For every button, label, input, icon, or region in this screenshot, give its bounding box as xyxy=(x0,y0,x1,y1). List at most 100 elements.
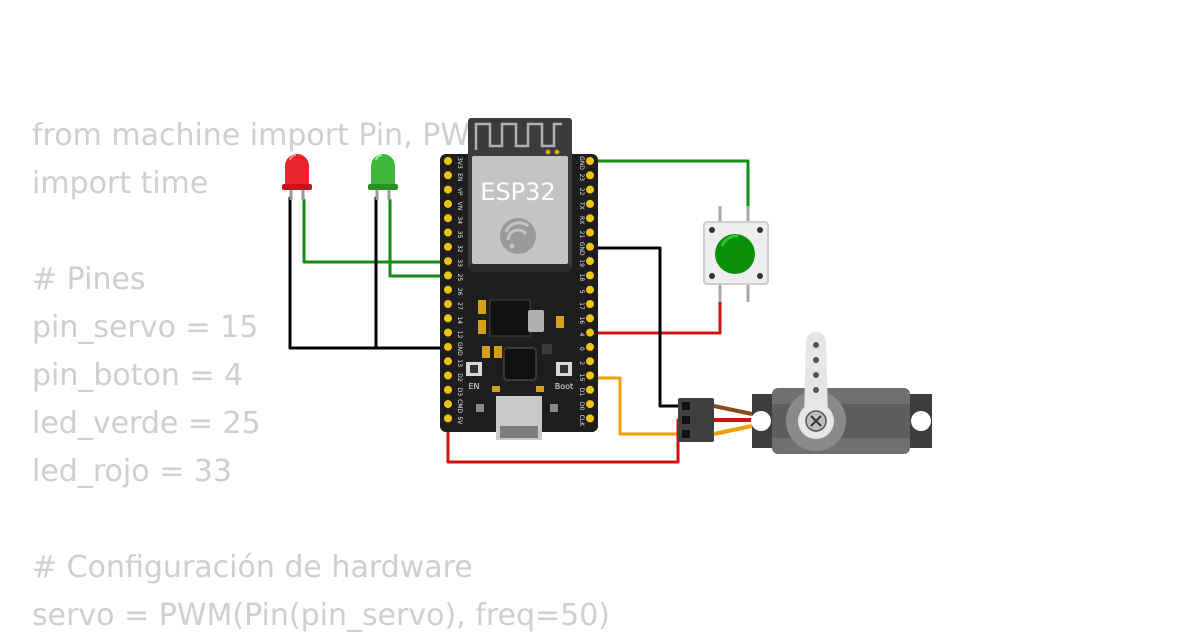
pin-label: 2 xyxy=(578,361,585,365)
pin-label: D2 xyxy=(456,373,463,382)
pin-left-33[interactable] xyxy=(444,257,452,266)
usb-uart-chip xyxy=(503,347,537,381)
servo-cable-orange xyxy=(713,424,753,436)
pin-left-3v3[interactable] xyxy=(444,157,452,165)
pin-right-d0[interactable] xyxy=(586,400,594,409)
pin-label: CLK xyxy=(578,415,585,428)
pin-label: 15 xyxy=(578,374,585,382)
code-line: pin_servo = 15 xyxy=(32,310,259,345)
pin-label: EN xyxy=(456,173,463,181)
voltage-regulator xyxy=(489,299,531,337)
servo-motor[interactable] xyxy=(678,332,932,454)
pin-label: 17 xyxy=(578,302,585,310)
pin-left-gnd[interactable] xyxy=(444,342,452,351)
pin-right-15[interactable] xyxy=(586,371,594,380)
wire-red-led-gnd[interactable] xyxy=(288,196,450,350)
pin-right-0[interactable] xyxy=(586,342,594,351)
pin-headers: 3V3ENVPVN343532332526271412GND13D2D3CMD5… xyxy=(444,156,594,427)
pin-label: 3V3 xyxy=(456,157,463,169)
green-pushbutton[interactable] xyxy=(703,206,769,302)
servo-horn[interactable] xyxy=(798,332,834,439)
pin-left-25[interactable] xyxy=(444,271,452,280)
pin-label: D3 xyxy=(456,388,463,397)
pin-left-vn[interactable] xyxy=(444,199,452,208)
pin-label: VN xyxy=(456,202,463,211)
pin-left-35[interactable] xyxy=(444,228,452,237)
pin-right-21[interactable] xyxy=(586,228,594,237)
pin-label: 19 xyxy=(578,259,585,267)
wire-servo-signal[interactable] xyxy=(588,376,686,436)
pin-right-clk[interactable] xyxy=(586,414,594,423)
pin-left-13[interactable] xyxy=(444,357,452,366)
pin-right-5[interactable] xyxy=(586,285,594,294)
pin-left-26[interactable] xyxy=(444,285,452,294)
pin-label: D0 xyxy=(578,402,585,411)
usb-port[interactable] xyxy=(496,396,542,440)
antenna-trace xyxy=(474,122,562,150)
en-button[interactable]: EN xyxy=(466,362,482,391)
pin-label: TX xyxy=(578,201,585,210)
pin-left-27[interactable] xyxy=(444,300,452,308)
pin-label: 4 xyxy=(578,333,585,337)
green-led[interactable] xyxy=(368,153,398,200)
pin-right-2[interactable] xyxy=(586,357,594,366)
pin-left-12[interactable] xyxy=(444,328,452,337)
esp32-board[interactable]: ESP32 EN Boot xyxy=(440,118,598,440)
code-line: servo = PWM(Pin(pin_servo), freq=50) xyxy=(32,598,611,633)
pin-right-17[interactable] xyxy=(586,300,594,308)
pin-right-19[interactable] xyxy=(586,257,594,266)
pin-right-rx[interactable] xyxy=(586,214,594,223)
pin-right-d1[interactable] xyxy=(586,385,594,394)
code-line: led_verde = 25 xyxy=(32,406,261,441)
pin-left-d3[interactable] xyxy=(444,385,452,394)
espressif-logo-icon xyxy=(500,218,536,254)
pin-label: 25 xyxy=(456,274,463,282)
pin-label: D1 xyxy=(578,388,585,397)
pin-label: GND xyxy=(578,242,585,256)
wire-button-gnd[interactable] xyxy=(588,159,750,224)
servo-cable-brown xyxy=(713,404,753,416)
pin-label: 35 xyxy=(456,231,463,239)
pin-left-34[interactable] xyxy=(444,214,452,223)
pin-label: 27 xyxy=(456,302,463,310)
pin-right-22[interactable] xyxy=(586,185,594,194)
pin-right-18[interactable] xyxy=(586,271,594,280)
pin-label: 26 xyxy=(456,288,463,296)
boot-button[interactable]: Boot xyxy=(555,362,573,391)
pin-label: CMD xyxy=(456,399,463,413)
wire-button-signal[interactable] xyxy=(588,300,722,335)
pin-label: 34 xyxy=(456,216,463,224)
pin-right-4[interactable] xyxy=(586,328,594,337)
wire-red-led-signal[interactable] xyxy=(302,198,450,264)
pin-left-32[interactable] xyxy=(444,242,452,251)
pin-right-23[interactable] xyxy=(586,171,594,180)
pin-right-16[interactable] xyxy=(586,314,594,323)
pin-left-d2[interactable] xyxy=(444,371,452,380)
module-shield xyxy=(472,156,568,264)
code-line: from machine import Pin, PWM xyxy=(32,118,496,153)
servo-connector[interactable] xyxy=(678,398,714,442)
code-line: # Configuración de hardware xyxy=(32,550,473,585)
pin-label: GND xyxy=(456,342,463,356)
pin-label: 14 xyxy=(456,316,463,324)
pin-left-en[interactable] xyxy=(444,171,452,180)
boot-label: Boot xyxy=(555,382,573,391)
capacitor xyxy=(528,310,544,332)
pin-left-5v[interactable] xyxy=(444,414,452,423)
pin-right-gnd[interactable] xyxy=(586,157,594,165)
pin-label: GND xyxy=(578,156,585,170)
wire-green-led-signal[interactable] xyxy=(388,198,450,278)
pin-right-tx[interactable] xyxy=(586,199,594,208)
code-line: led_rojo = 33 xyxy=(32,454,232,489)
pin-left-14[interactable] xyxy=(444,314,452,323)
pin-left-cmd[interactable] xyxy=(444,400,452,409)
red-led[interactable] xyxy=(282,153,312,200)
pin-left-vp[interactable] xyxy=(444,185,452,194)
code-line: # Pines xyxy=(32,262,146,297)
pin-label: 23 xyxy=(578,173,585,181)
pin-label: 32 xyxy=(456,245,463,253)
wire-servo-gnd[interactable] xyxy=(588,246,686,408)
pin-right-gnd[interactable] xyxy=(586,242,594,251)
pin-label: 12 xyxy=(456,331,463,339)
